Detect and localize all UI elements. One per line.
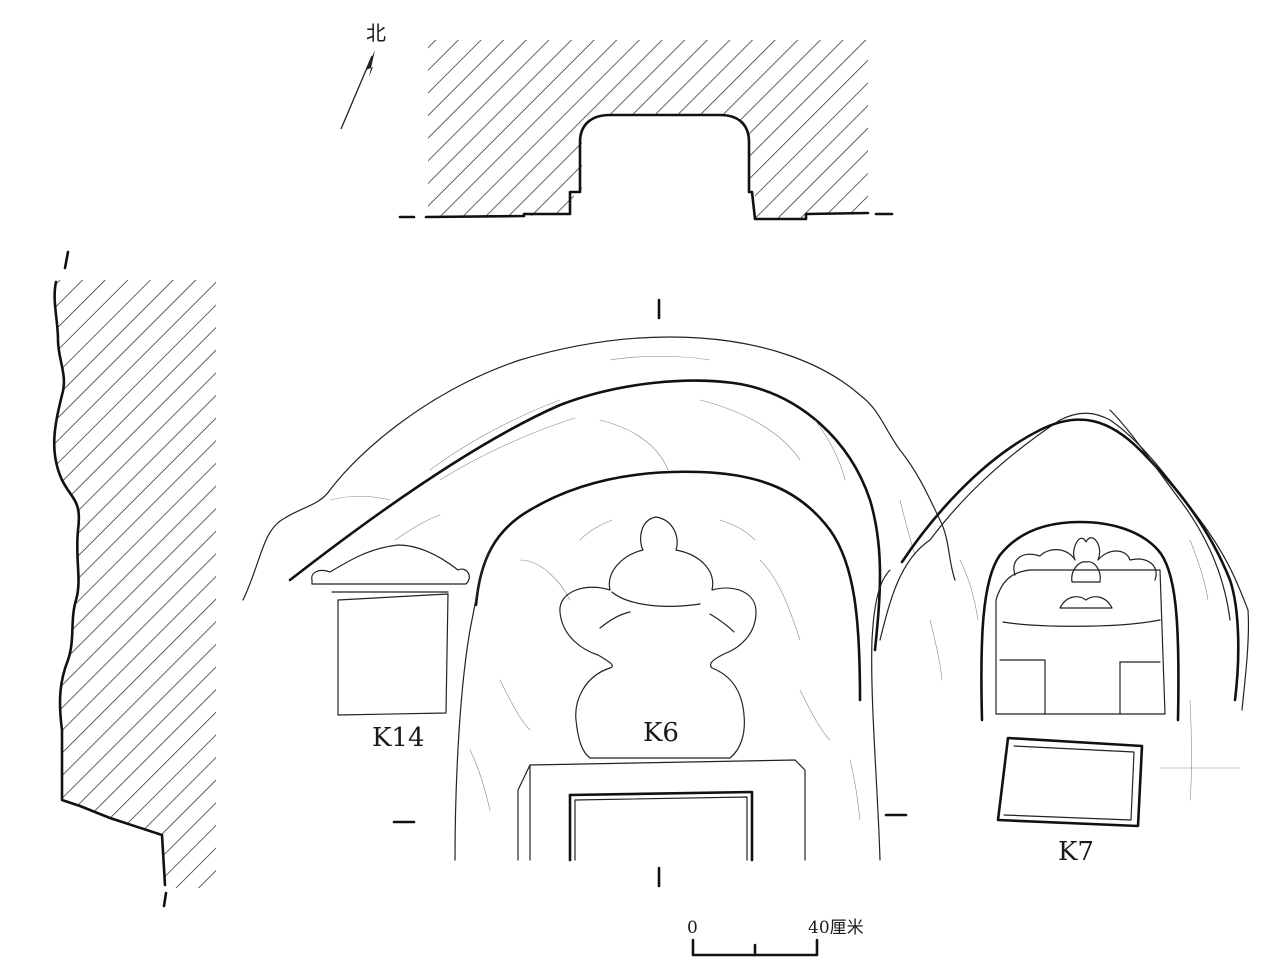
profile-section bbox=[52, 250, 216, 908]
north-label: 北 bbox=[366, 21, 386, 45]
niche-label-k6: K6 bbox=[643, 718, 679, 748]
north-arrow-icon bbox=[366, 50, 375, 77]
niche-label-k7: K7 bbox=[1058, 837, 1094, 867]
main-elevation: K14 K6 bbox=[242, 298, 1250, 888]
scale-bar: 0 40厘米 bbox=[687, 918, 864, 957]
scale-start-label: 0 bbox=[687, 918, 698, 938]
section-markers bbox=[392, 298, 908, 888]
plan-section bbox=[398, 40, 894, 221]
niche-k14: K14 bbox=[311, 544, 470, 753]
niche-k7: K7 bbox=[879, 409, 1250, 867]
north-arrow: 北 bbox=[340, 21, 386, 130]
niche-label-k14: K14 bbox=[372, 723, 425, 753]
niche-k6: K6 bbox=[517, 516, 806, 862]
scale-end-label: 40厘米 bbox=[808, 918, 864, 938]
